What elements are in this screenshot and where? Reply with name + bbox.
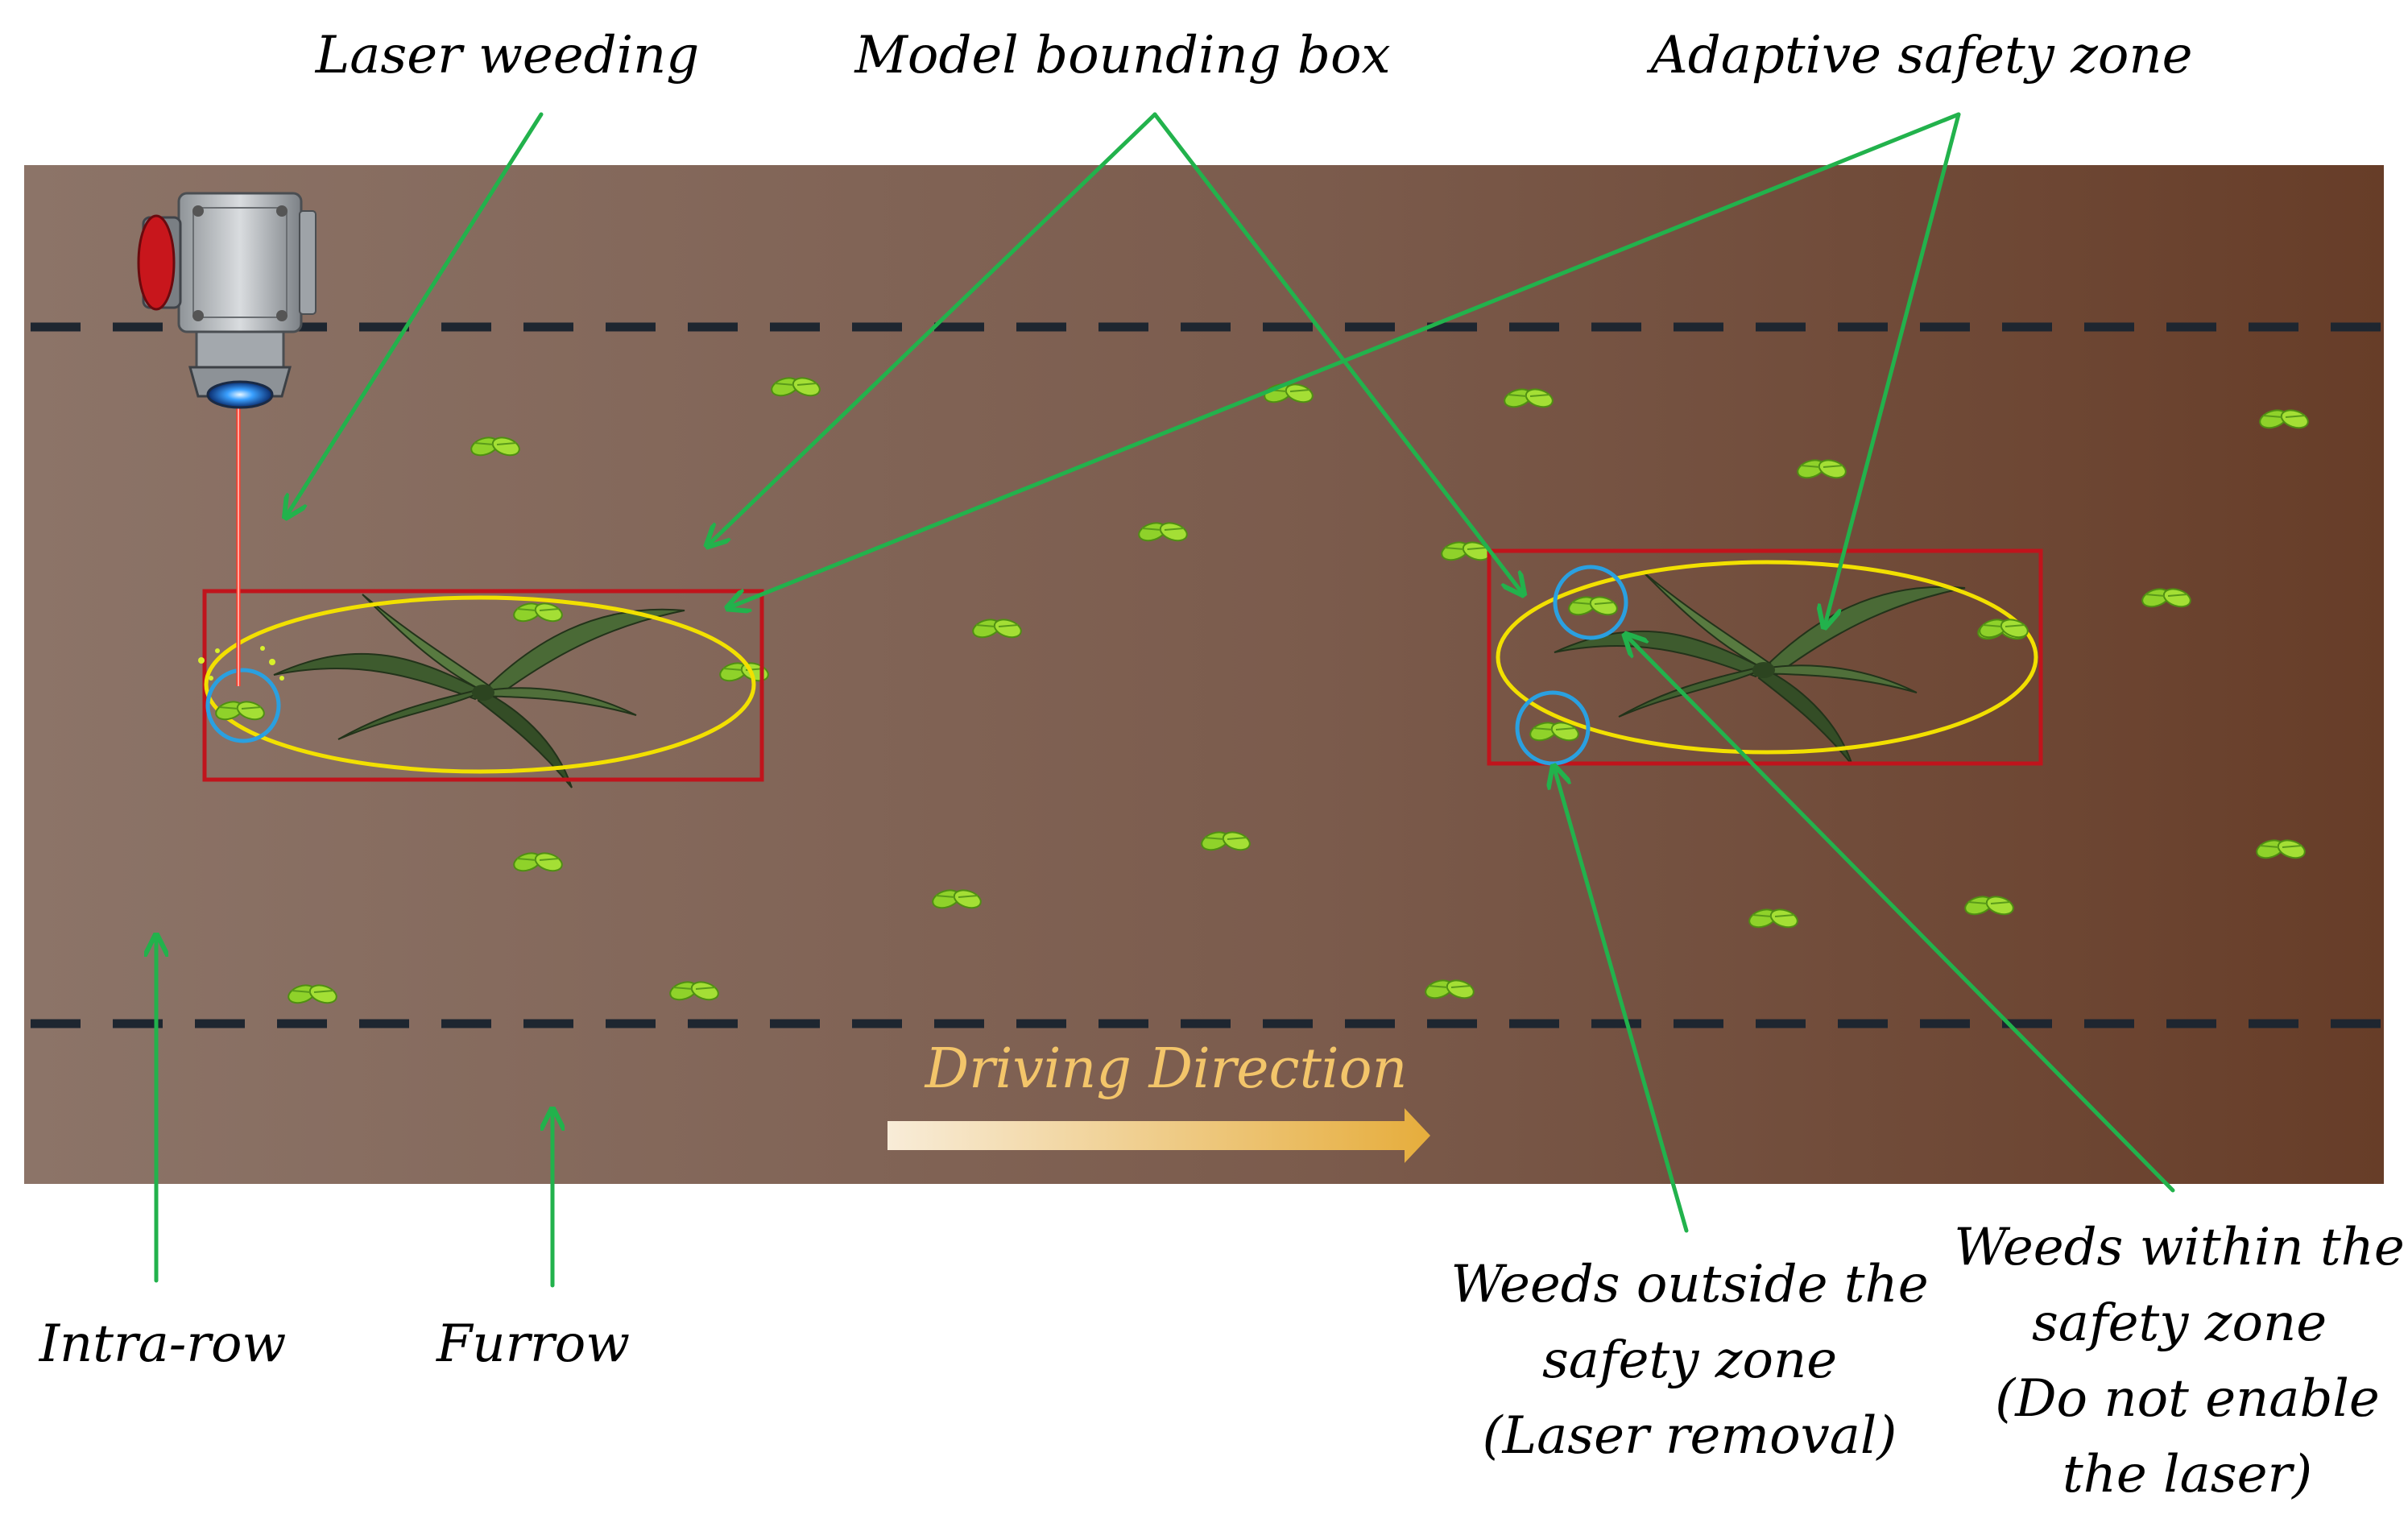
laser-sparks xyxy=(198,646,284,681)
label-weeds-outside-line1: Weeds outside the xyxy=(1450,1255,1928,1314)
label-weeds-within: Weeds within the safety zone (Do not ena… xyxy=(1954,1218,2405,1504)
arrow-safety-right xyxy=(1825,112,1961,625)
arrow-laser-weeding xyxy=(287,112,544,515)
label-adaptive-safety-zone: Adaptive safety zone xyxy=(1647,26,2193,85)
label-weeds-within-line3: (Do not enable xyxy=(1995,1369,2380,1429)
bounding-box-right xyxy=(1487,548,2043,766)
label-weeds-outside: Weeds outside the safety zone (Laser rem… xyxy=(1450,1255,1928,1466)
label-weeds-outside-line3: (Laser removal) xyxy=(1483,1406,1897,1466)
annotation-arrows xyxy=(156,112,2175,1288)
crop-unit-left xyxy=(198,589,764,788)
safety-zone-right xyxy=(1496,560,2038,755)
arrow-weeds-within xyxy=(1627,636,2175,1193)
laser-head-icon xyxy=(137,192,317,409)
driving-direction-label: Driving Direction xyxy=(924,1037,1408,1101)
label-weeds-within-line1: Weeds within the xyxy=(1954,1218,2405,1277)
driving-direction-arrow xyxy=(887,1108,1430,1163)
weed-circle-left xyxy=(205,668,281,743)
arrow-bbox-right xyxy=(1152,112,1522,593)
label-laser-weeding: Laser weeding xyxy=(315,26,699,85)
label-model-bounding-box: Model bounding box xyxy=(854,26,1390,85)
weed-circle-inside xyxy=(1553,565,1628,640)
arrow-weeds-outside xyxy=(1554,768,1689,1233)
label-weeds-within-line2: safety zone xyxy=(2032,1293,2327,1353)
arrow-safety-left xyxy=(730,112,1961,607)
label-weeds-within-line4: the laser) xyxy=(2063,1445,2312,1504)
safety-zone-left xyxy=(204,595,756,774)
arrow-bbox-left xyxy=(709,112,1157,544)
label-furrow: Furrow xyxy=(436,1314,630,1374)
label-weeds-outside-line2: safety zone xyxy=(1542,1330,1837,1390)
label-intra-row: Intra-row xyxy=(39,1314,287,1374)
